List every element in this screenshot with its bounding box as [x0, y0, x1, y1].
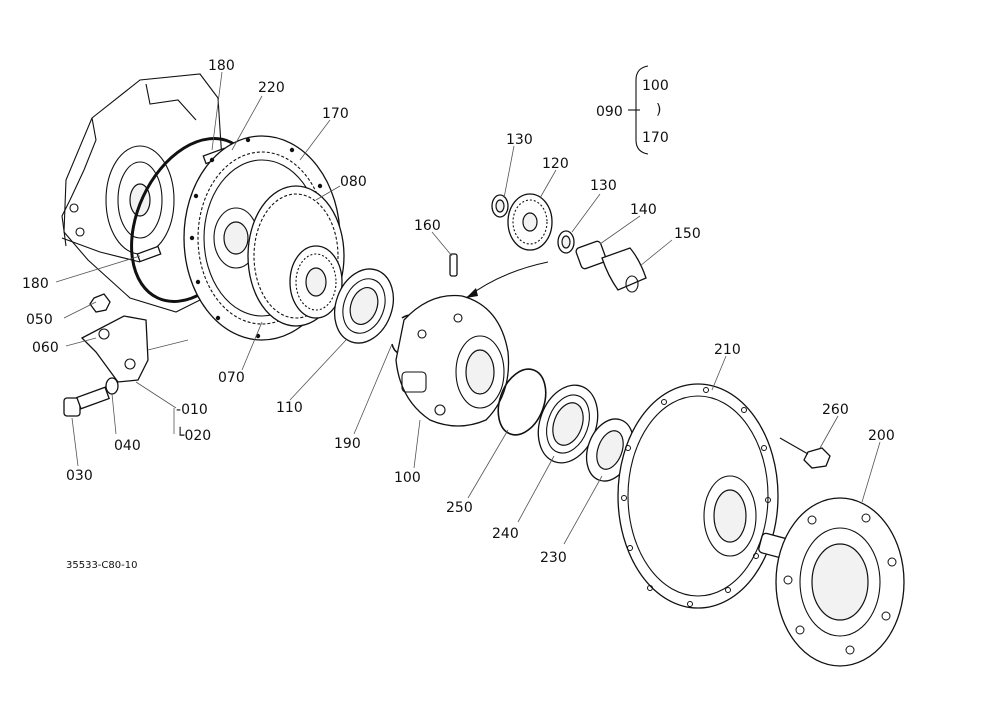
- callout-170: 170: [322, 106, 349, 122]
- callout-210: 210: [714, 342, 741, 358]
- lever-060: [80, 315, 149, 383]
- assembly-note-mid: ): [656, 102, 661, 118]
- callout-labels: 180 220 170 080 180 050 060 070 110 -010…: [22, 58, 895, 566]
- callout-160: 160: [414, 218, 441, 234]
- callout-250: 250: [446, 500, 473, 516]
- callout-070: 070: [218, 370, 245, 386]
- idler-gear-120: [507, 193, 553, 251]
- callout-230: 230: [540, 550, 567, 566]
- assembly-note: 090 100 ) 170: [596, 65, 669, 155]
- callout-220: 220: [258, 80, 285, 96]
- leader-lines: [55, 71, 881, 545]
- carrier-housing-100: [395, 294, 510, 427]
- callout-190: 190: [334, 436, 361, 452]
- bearing-240: [537, 384, 599, 464]
- snap-ring-250: [497, 368, 547, 436]
- callout-060: 060: [32, 340, 59, 356]
- callout-120: 120: [542, 156, 569, 172]
- assembly-note-bottom: 170: [642, 130, 669, 146]
- callout-260: 260: [822, 402, 849, 418]
- axle-case-bolt-holes: [621, 387, 771, 607]
- flange-axle-200: [758, 497, 905, 667]
- callout-110: 110: [276, 400, 303, 416]
- bearing-110: [334, 268, 394, 344]
- gear-shaft-150: [601, 247, 647, 293]
- nut-050: [89, 293, 111, 313]
- callout-130-left: 130: [506, 132, 533, 148]
- bolt-030: [63, 386, 110, 417]
- flange-bolt-holes: [783, 513, 897, 655]
- assembly-note-top: 100: [642, 78, 669, 94]
- callout-040: 040: [114, 438, 141, 454]
- sun-gear-080: [289, 245, 343, 319]
- assembly-arrow-head: [466, 288, 478, 298]
- callout-100: 100: [394, 470, 421, 486]
- callout-010: -010: [176, 402, 208, 418]
- needle-bearing-140: [575, 240, 607, 270]
- callout-240: 240: [492, 526, 519, 542]
- callout-180-lower: 180: [22, 276, 49, 292]
- dowel-pin-180-lower: [136, 245, 162, 263]
- callout-080: 080: [340, 174, 367, 190]
- bolt-260: [779, 437, 831, 469]
- washer-040: [105, 377, 119, 395]
- washer-130-right: [557, 230, 575, 254]
- drawing-number: 35533-C80-10: [66, 560, 137, 571]
- axle-case-210: [617, 383, 779, 609]
- assembly-arrow: [465, 261, 549, 299]
- spring-pin-160: [449, 253, 458, 277]
- callout-140: 140: [630, 202, 657, 218]
- callout-180-upper: 180: [208, 58, 235, 74]
- assembly-note-label: 090: [596, 104, 623, 120]
- callout-020: └020: [176, 427, 211, 444]
- callout-150: 150: [674, 226, 701, 242]
- washer-130-left: [491, 194, 509, 218]
- callout-200: 200: [868, 428, 895, 444]
- callout-050: 050: [26, 312, 53, 328]
- callout-030: 030: [66, 468, 93, 484]
- callout-130-right: 130: [590, 178, 617, 194]
